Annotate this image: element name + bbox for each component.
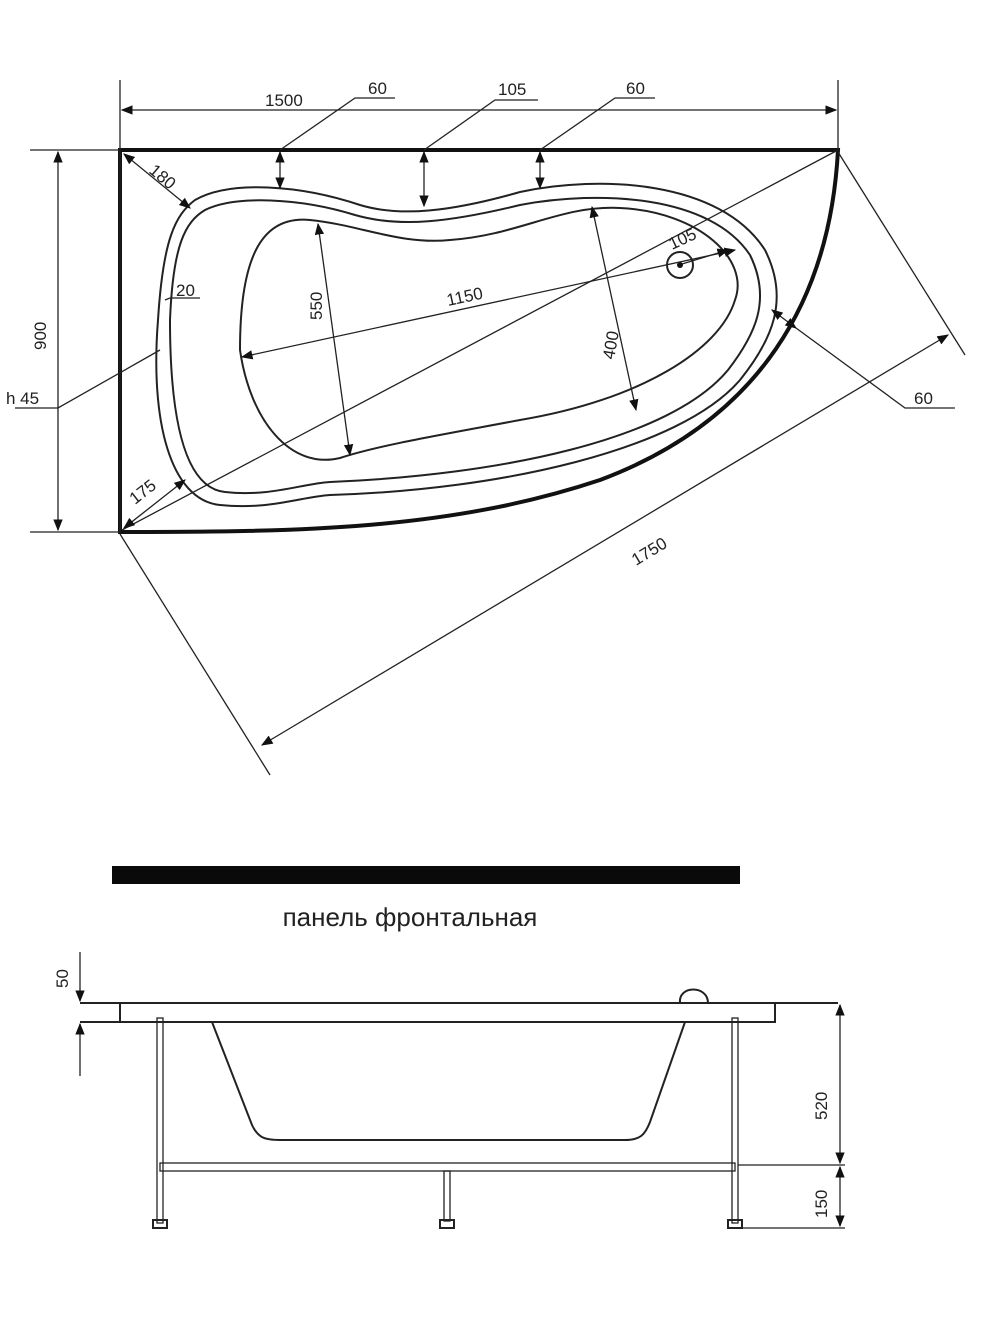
- dim-rim-left: 60: [368, 79, 387, 98]
- dim-length: 1500: [265, 91, 303, 110]
- side-view: 50 520 150: [53, 952, 845, 1229]
- front-panel-bar: [112, 866, 740, 884]
- foot: [152, 1219, 168, 1229]
- basin-contour: [238, 206, 739, 461]
- top-view: 1500 900 60 105 60 180 20 h 45 1150 550 …: [6, 79, 966, 776]
- dim-leg-height: 150: [812, 1190, 831, 1218]
- dim-diagonal: 1750: [628, 534, 670, 570]
- dim-rim-thickness: 50: [53, 969, 72, 988]
- dim-basin-width-left: 550: [307, 292, 326, 320]
- dim-corner: 180: [145, 161, 179, 194]
- dim-tub-height: 520: [812, 1092, 831, 1120]
- dim-rim-mid: 105: [498, 80, 526, 99]
- front-panel-label: панель фронтальная: [283, 902, 538, 932]
- dim-width: 900: [31, 322, 50, 350]
- dim-rim-side: 20: [176, 281, 195, 300]
- dim-basin-width-right: 400: [599, 329, 623, 360]
- foot: [727, 1219, 743, 1229]
- side-basin: [211, 1021, 686, 1141]
- foot: [439, 1219, 455, 1229]
- dim-height-label: h 45: [6, 389, 39, 408]
- dim-rim-front: 60: [914, 389, 933, 408]
- dim-rim-right: 60: [626, 79, 645, 98]
